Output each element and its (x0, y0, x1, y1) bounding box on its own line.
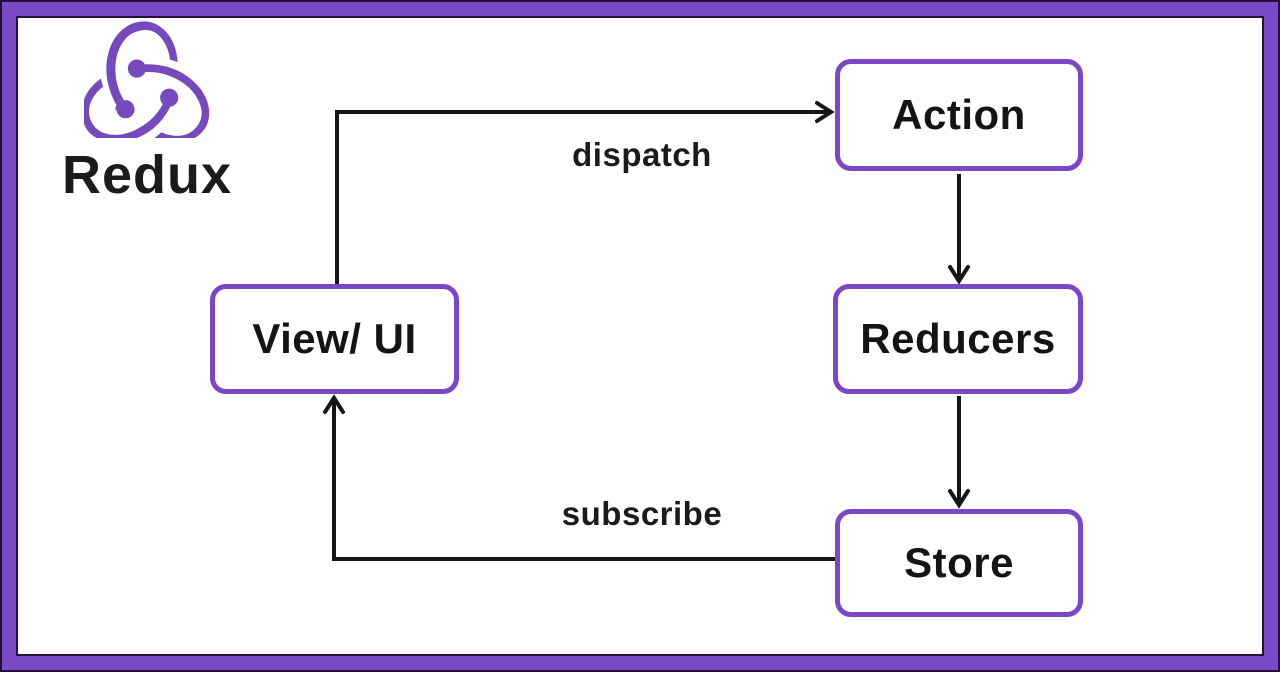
node-view-ui-label: View/ UI (252, 315, 417, 362)
node-reducers-label: Reducers (860, 315, 1056, 362)
redux-brand: Redux (42, 20, 252, 206)
edge-label-subscribe: subscribe (561, 495, 723, 532)
edge-dispatch-arrow (335, 101, 835, 286)
node-reducers: Reducers (833, 284, 1083, 394)
node-view-ui: View/ UI (210, 284, 459, 394)
edge-label-dispatch: dispatch (572, 136, 712, 173)
redux-wordmark: Redux (61, 145, 233, 205)
redux-knot-icon (84, 21, 210, 138)
edge-subscribe-arrow (323, 394, 835, 561)
node-action: Action (835, 59, 1083, 171)
node-action-label: Action (892, 91, 1026, 138)
node-store-label: Store (904, 539, 1014, 586)
node-store: Store (835, 509, 1083, 617)
